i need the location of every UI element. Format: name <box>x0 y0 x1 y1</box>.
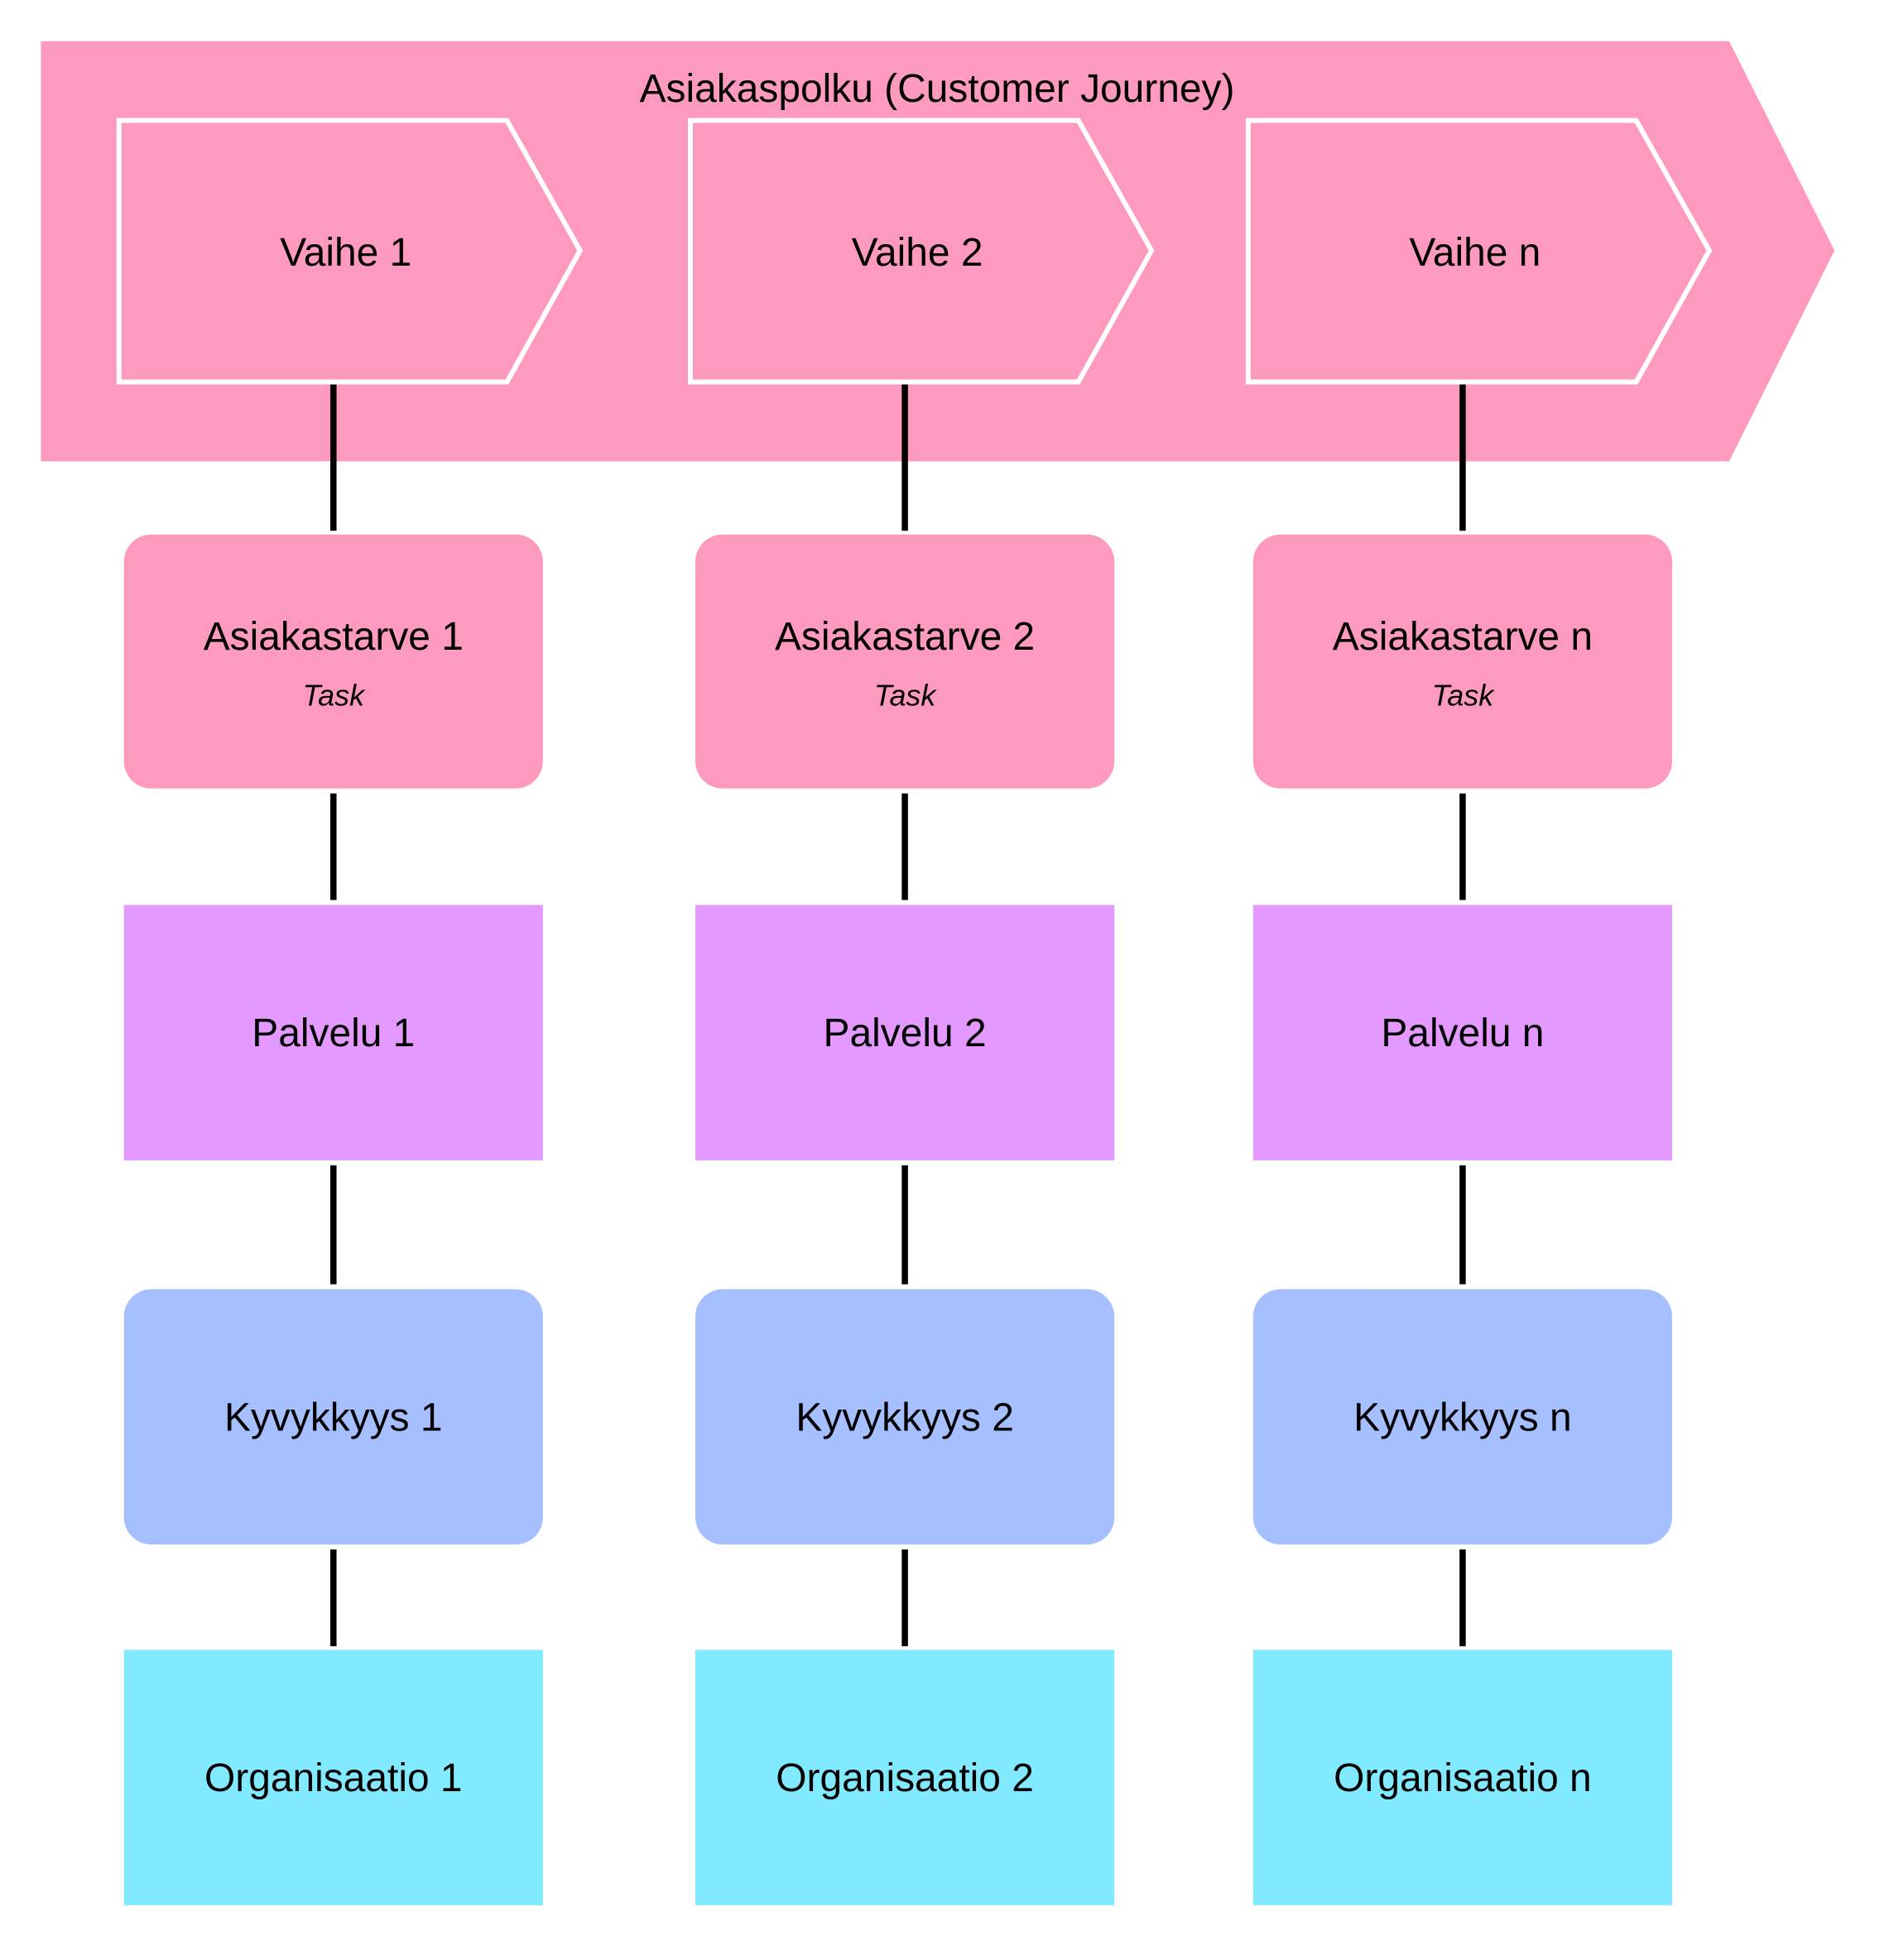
capability-label: Kyvykkyys 1 <box>224 1396 443 1439</box>
service-box[interactable] <box>123 905 543 1160</box>
stage-chevron[interactable] <box>116 118 584 385</box>
organization-label: Organisaatio 2 <box>776 1756 1034 1800</box>
organization-label: Organisaatio 1 <box>204 1756 463 1800</box>
service-label: Palvelu 1 <box>252 1011 415 1055</box>
need-type-label: Task <box>874 678 938 712</box>
stage-label: Vaihe 1 <box>280 231 411 275</box>
stage-label: Vaihe 2 <box>852 231 983 275</box>
capability-box[interactable] <box>695 1289 1115 1545</box>
stage-chevron[interactable] <box>688 118 1155 385</box>
stage-chevron[interactable] <box>1245 118 1713 385</box>
stage-label: Vaihe n <box>1409 231 1541 275</box>
capability-box[interactable] <box>1252 1289 1672 1545</box>
need-label: Asiakastarve n <box>1333 615 1593 659</box>
organization-label: Organisaatio n <box>1334 1756 1592 1800</box>
need-box[interactable] <box>1252 534 1672 789</box>
need-label: Asiakastarve 2 <box>775 615 1035 659</box>
service-label: Palvelu n <box>1381 1011 1544 1055</box>
need-box[interactable] <box>695 534 1115 789</box>
capability-box[interactable] <box>123 1289 543 1545</box>
organization-box[interactable] <box>1252 1650 1672 1905</box>
service-label: Palvelu 2 <box>824 1011 987 1055</box>
capability-label: Kyvykkyys n <box>1353 1396 1572 1439</box>
organization-box[interactable] <box>695 1650 1115 1905</box>
need-box[interactable] <box>123 534 543 789</box>
need-type-label: Task <box>303 678 367 712</box>
journey-title: Asiakaspolku (Customer Journey) <box>640 67 1235 111</box>
need-type-label: Task <box>1432 678 1496 712</box>
capability-label: Kyvykkyys 2 <box>796 1396 1014 1439</box>
need-label: Asiakastarve 1 <box>204 615 464 659</box>
organization-box[interactable] <box>123 1650 543 1905</box>
service-box[interactable] <box>1252 905 1672 1160</box>
service-box[interactable] <box>695 905 1115 1160</box>
